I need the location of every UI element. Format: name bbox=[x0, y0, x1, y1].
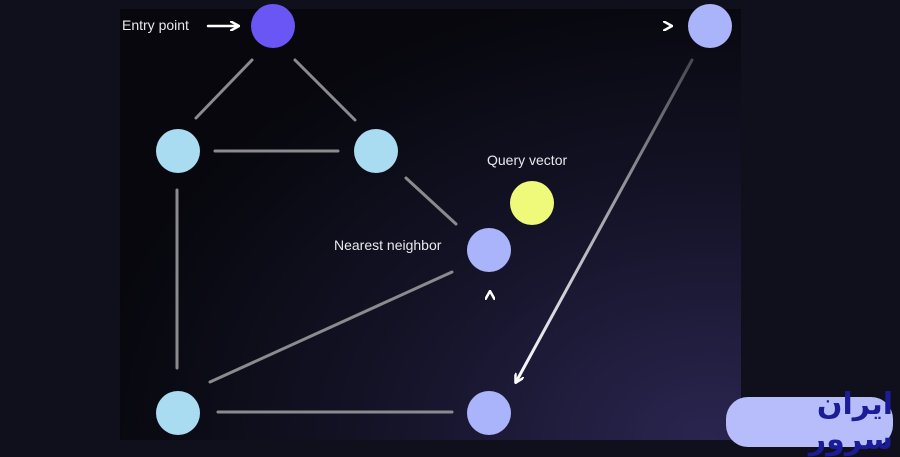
entry-point-label: Entry point bbox=[122, 17, 189, 33]
bottom-left-node bbox=[156, 391, 200, 435]
query-vector-label: Query vector bbox=[487, 152, 568, 168]
query-node bbox=[510, 181, 554, 225]
edge-entry-upper-left bbox=[194, 58, 254, 120]
entry-node bbox=[251, 4, 295, 48]
edge-upper-middle-nearest bbox=[404, 176, 458, 226]
upper-middle-node bbox=[354, 129, 398, 173]
brand-logo-text: ایران سرور bbox=[808, 387, 893, 457]
upper-left-node bbox=[156, 129, 200, 173]
nearest-neighbor-node bbox=[467, 228, 511, 272]
edge-bottom-left-nearest bbox=[208, 270, 454, 384]
brand-badge: ایران سرور bbox=[726, 387, 893, 457]
path-arrow-top-right-to-bottom-right bbox=[516, 58, 694, 382]
top-right-node bbox=[688, 4, 732, 48]
bottom-right-node bbox=[467, 391, 511, 435]
diagram-panel bbox=[120, 0, 741, 440]
nearest-neighbor-label: Nearest neighbor bbox=[334, 237, 442, 253]
edge-entry-upper-middle bbox=[293, 58, 357, 122]
